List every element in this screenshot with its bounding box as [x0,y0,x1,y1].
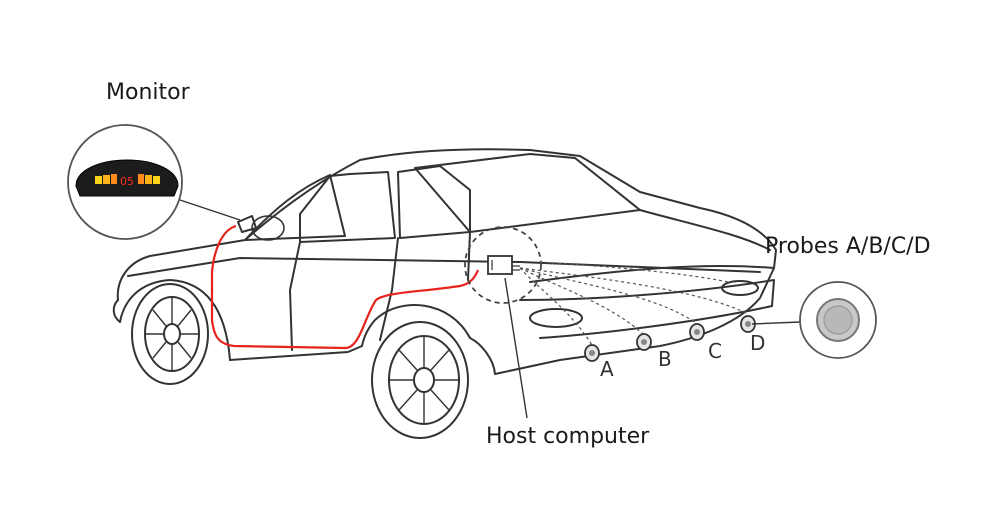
door-line-rear [467,231,471,281]
probe-pointer-line [751,321,801,325]
front-arch [119,279,231,361]
door-line-front [289,241,301,351]
steering-wheel [251,215,285,241]
host-zoom-circle [464,226,542,304]
side-mirror [237,215,257,233]
car-body-outline [116,148,777,375]
parking-monitor-icon: 05 [75,159,179,197]
probes-label: Probes A/B/C/D [765,234,931,259]
probe-label-d: D [750,331,765,355]
rear-bumper [519,279,775,339]
host-computer-label: Host computer [486,424,650,449]
door-line-middle [379,237,399,341]
probe-label-c: C [708,339,722,363]
monitor-label: Monitor [106,80,190,105]
rear-wheel [371,321,469,439]
front-wheel [131,283,209,385]
rear-door-window [397,165,471,239]
sill-line [229,345,363,361]
monitor-pointer-line [179,199,241,221]
monitor-readout: 05 [120,175,134,188]
ultrasonic-sensor-icon [799,281,877,359]
tail-lamp-right [721,280,759,296]
probe-cables [519,261,749,346]
rear-arch [361,304,471,347]
front-bumper [112,299,121,323]
side-crease [127,257,761,277]
trunk-edge [529,264,775,283]
host-pointer-line [504,277,528,419]
trunk-lid [639,209,771,251]
wire-harness [210,224,480,350]
probe-label-a: A [600,357,614,381]
rear-window [414,153,641,233]
probe-label-b: B [658,347,672,371]
tail-lamp [529,308,583,328]
windshield [244,174,346,241]
control-box-icon [487,255,520,275]
